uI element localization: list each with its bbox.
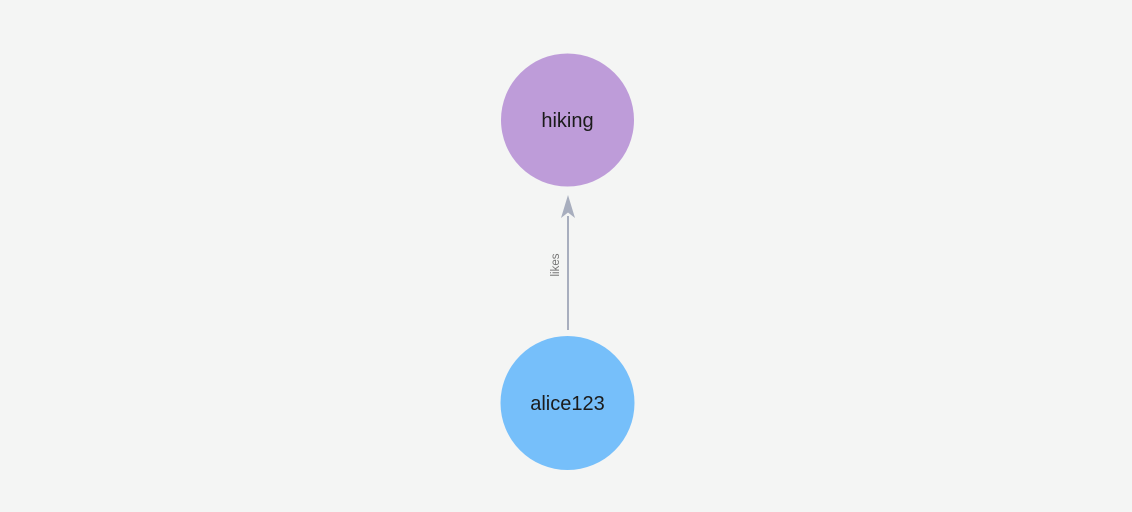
graph-node-hiking[interactable]: hiking (501, 53, 634, 187)
edge-label-likes: likes (550, 253, 562, 276)
graph-node-alice123[interactable]: alice123 (500, 336, 635, 470)
node-circle-hiking[interactable] (501, 53, 634, 187)
graph-edge[interactable]: likes (550, 195, 575, 330)
node-circle-alice123[interactable] (500, 336, 635, 470)
edge-arrowhead (561, 195, 575, 218)
